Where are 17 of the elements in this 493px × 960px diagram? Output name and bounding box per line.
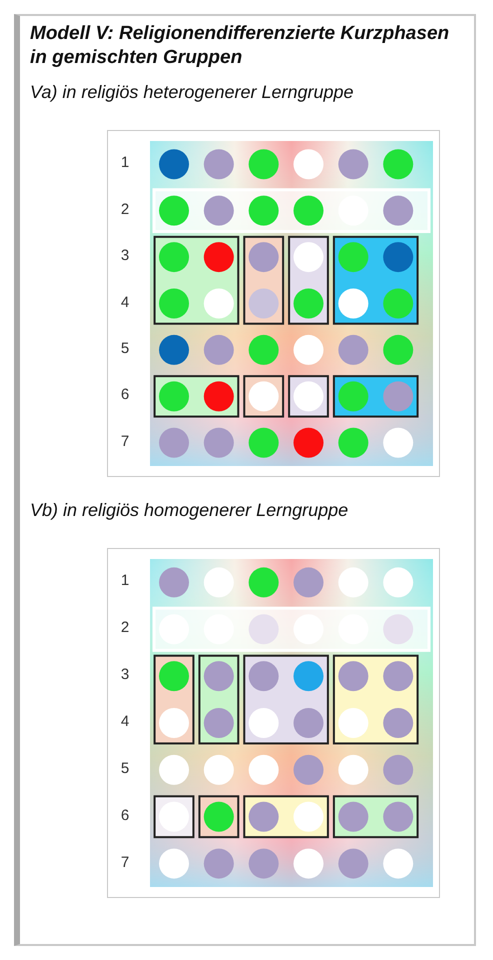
row-number: 7	[120, 854, 130, 871]
row-number: 5	[120, 340, 130, 357]
subheading: Vb) in religiös homogenerer Lerngruppe	[30, 500, 348, 521]
row-number: 1	[120, 154, 130, 172]
row-number: 4	[120, 294, 130, 310]
row-number: 1	[120, 572, 130, 590]
row-number: 4	[120, 713, 130, 730]
row-number: 2	[120, 619, 130, 636]
title: Modell V: Religionendifferenzierte Kurzphasen in gemischten Gruppen	[30, 22, 450, 70]
row-number: 3	[120, 247, 130, 264]
row-number: 3	[120, 666, 130, 684]
row-number: 6	[120, 386, 130, 404]
subheading: Va) in religiös heterogenerer Lerngruppe	[30, 82, 354, 103]
row-number: 2	[120, 200, 130, 218]
row-number: 7	[120, 432, 130, 450]
row-number: 5	[120, 760, 130, 777]
row-number: 6	[120, 806, 130, 824]
